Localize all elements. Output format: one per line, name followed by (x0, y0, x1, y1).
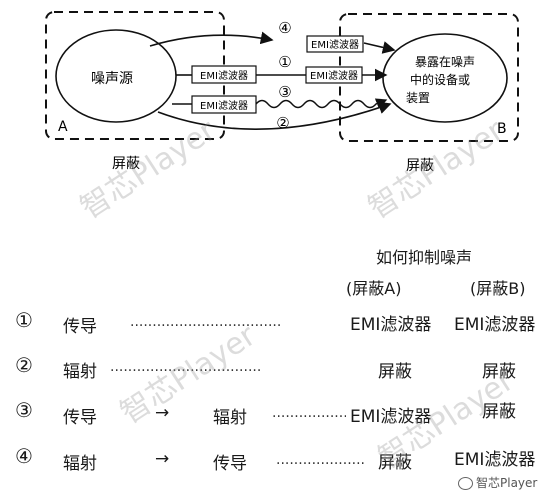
row-4-shield-b: EMI滤波器 (454, 450, 536, 470)
row-3-leader-dots: .................................. (272, 405, 346, 421)
path-num-1: ① (278, 53, 291, 71)
row-4-shield-a: 屏蔽 (378, 453, 412, 473)
path-2-line (157, 101, 392, 130)
column-header-b: (屏蔽B) (470, 279, 526, 298)
row-3-path-2: 辐射 (213, 408, 247, 428)
row-2-number: ② (15, 353, 33, 377)
noise-source-label: 噪声源 (91, 71, 133, 87)
row-1-shield-a: EMI滤波器 (350, 315, 432, 335)
device-label-line-2: 中的设备或 (410, 72, 470, 87)
table-title: 如何抑制噪声 (376, 248, 473, 267)
row-2-path: 辐射 (63, 362, 97, 382)
shield-label-a: 屏蔽 (112, 156, 140, 172)
corner-logo: 智芯Player (458, 474, 537, 491)
device-label-line-1: 暴露在噪声 (415, 55, 475, 69)
noise-source-ellipse (55, 29, 177, 123)
shield-label-b: 屏蔽 (406, 158, 434, 174)
row-4-arrow: → (155, 449, 170, 469)
path-num-2: ② (276, 114, 289, 132)
row-1-shield-b: EMI滤波器 (454, 315, 536, 335)
row-3-shield-a: EMI滤波器 (350, 407, 432, 427)
row-3-arrow: → (155, 403, 170, 423)
row-2-shield-b: 屏蔽 (482, 362, 516, 382)
row-2-leader-dots: .................................. (110, 359, 262, 375)
row-3-shield-b: 屏蔽 (482, 402, 516, 422)
row-4-leader-dots: .................................. (276, 452, 366, 468)
row-1-number: ① (15, 308, 33, 332)
filter-box-1b-label: EMI滤波器 (310, 69, 358, 82)
filter-box-4-label: EMI滤波器 (311, 38, 359, 51)
row-2-shield-a: 屏蔽 (378, 362, 412, 382)
column-header-a: (屏蔽A) (346, 279, 402, 298)
region-b-label: B (497, 121, 507, 137)
path-num-3: ③ (278, 83, 291, 101)
region-a-label: A (58, 119, 68, 135)
filter-box-1b: EMI滤波器 (305, 66, 363, 84)
path-4-line (149, 31, 274, 47)
corner-logo-text: 智芯Player (476, 476, 538, 490)
path-3-wave (255, 98, 388, 109)
row-4-path-2: 传导 (213, 454, 247, 474)
noise-path-diagram: EMI滤波器 EMI滤波器 EMI滤波器 EMI滤波器 ④ ① ③ ② 噪声源 … (45, 11, 519, 174)
filter-box-4: EMI滤波器 (306, 35, 364, 53)
filter-box-3-label: EMI滤波器 (200, 99, 248, 112)
filter-box-1a-label: EMI滤波器 (200, 69, 248, 82)
row-3-number: ③ (15, 398, 33, 422)
wechat-logo-icon (458, 477, 473, 490)
row-1-leader-dots: .................................. (130, 314, 282, 330)
device-label-line-3: 装置 (406, 91, 430, 105)
filter-box-1a: EMI滤波器 (191, 65, 257, 84)
path-4-line-b (363, 41, 396, 54)
row-4-path-1: 辐射 (63, 454, 97, 474)
row-4-number: ④ (15, 444, 33, 468)
path-num-4: ④ (278, 19, 291, 37)
row-3-path-1: 传导 (63, 408, 97, 428)
row-1-path: 传导 (63, 317, 97, 337)
filter-box-3: EMI滤波器 (191, 95, 257, 114)
